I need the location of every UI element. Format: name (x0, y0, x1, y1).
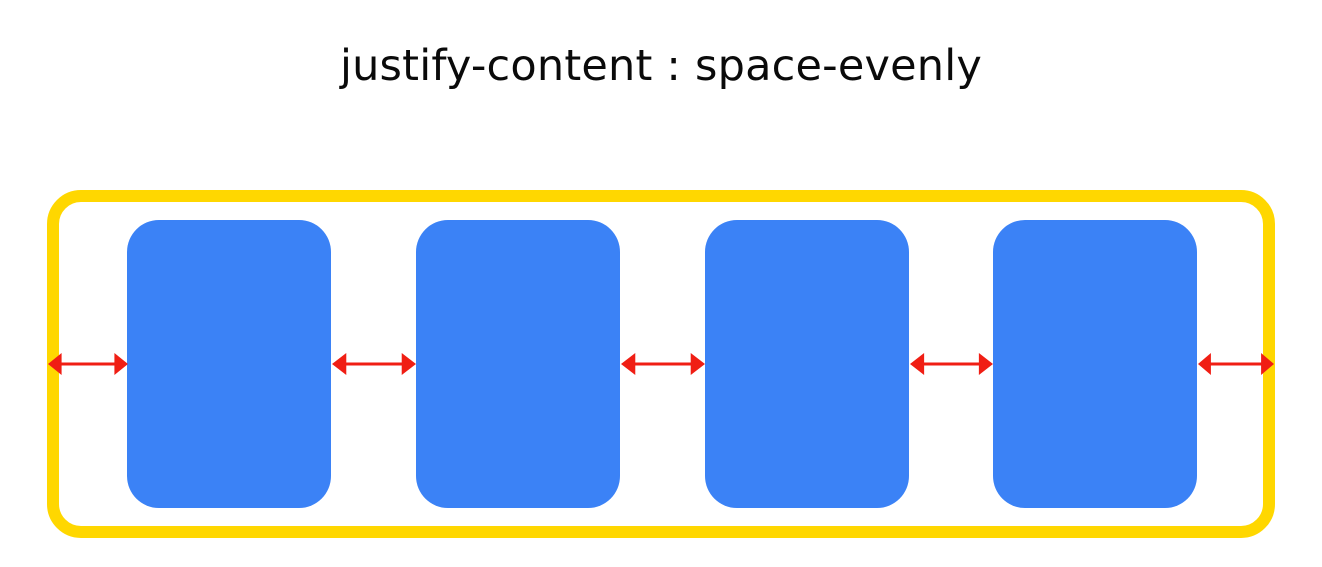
double-arrow-icon (48, 353, 128, 375)
flex-item-1 (127, 220, 331, 508)
spacing-arrow-gap-1-2 (332, 342, 416, 386)
flex-item-2 (416, 220, 620, 508)
double-arrow-icon (910, 353, 993, 375)
spacing-arrow-gap-3-4 (910, 342, 993, 386)
spacing-arrow-gap-end (1198, 342, 1274, 386)
double-arrow-icon (332, 353, 416, 375)
flex-item-4 (993, 220, 1197, 508)
spacing-arrow-gap-start (48, 342, 128, 386)
double-arrow-icon (1198, 353, 1274, 375)
spacing-arrow-gap-2-3 (621, 342, 705, 386)
double-arrow-icon (621, 353, 705, 375)
flex-item-3 (705, 220, 909, 508)
page-title: justify-content : space-evenly (339, 41, 983, 91)
